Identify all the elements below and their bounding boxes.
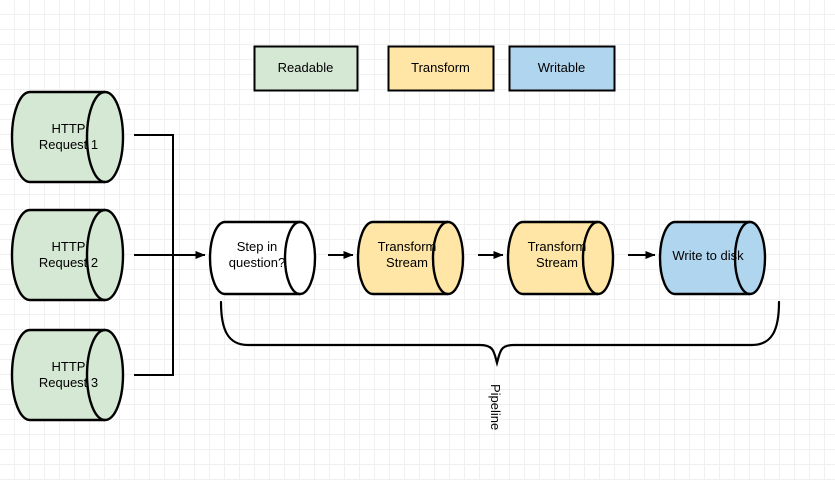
- legend-group: [253, 45, 616, 92]
- source-cylinder-1: [10, 90, 125, 184]
- node-transform-stream-2: [506, 220, 615, 296]
- legend-swatch-writable: [508, 45, 616, 92]
- legend-swatch-transform: [387, 45, 495, 92]
- source-cylinder-3: [10, 328, 125, 422]
- node-step-in-question: [208, 220, 317, 296]
- pipeline-brace: [219, 300, 781, 368]
- node-write-to-disk: [658, 220, 767, 296]
- connector-request3-to-junction: [134, 255, 174, 376]
- node-transform-stream-1: [356, 220, 465, 296]
- connector-request1-to-junction: [134, 134, 174, 255]
- pipeline-brace-label: Pipeline: [488, 384, 503, 431]
- source-cylinder-2: [10, 208, 125, 302]
- legend-swatch-readable: [253, 45, 359, 92]
